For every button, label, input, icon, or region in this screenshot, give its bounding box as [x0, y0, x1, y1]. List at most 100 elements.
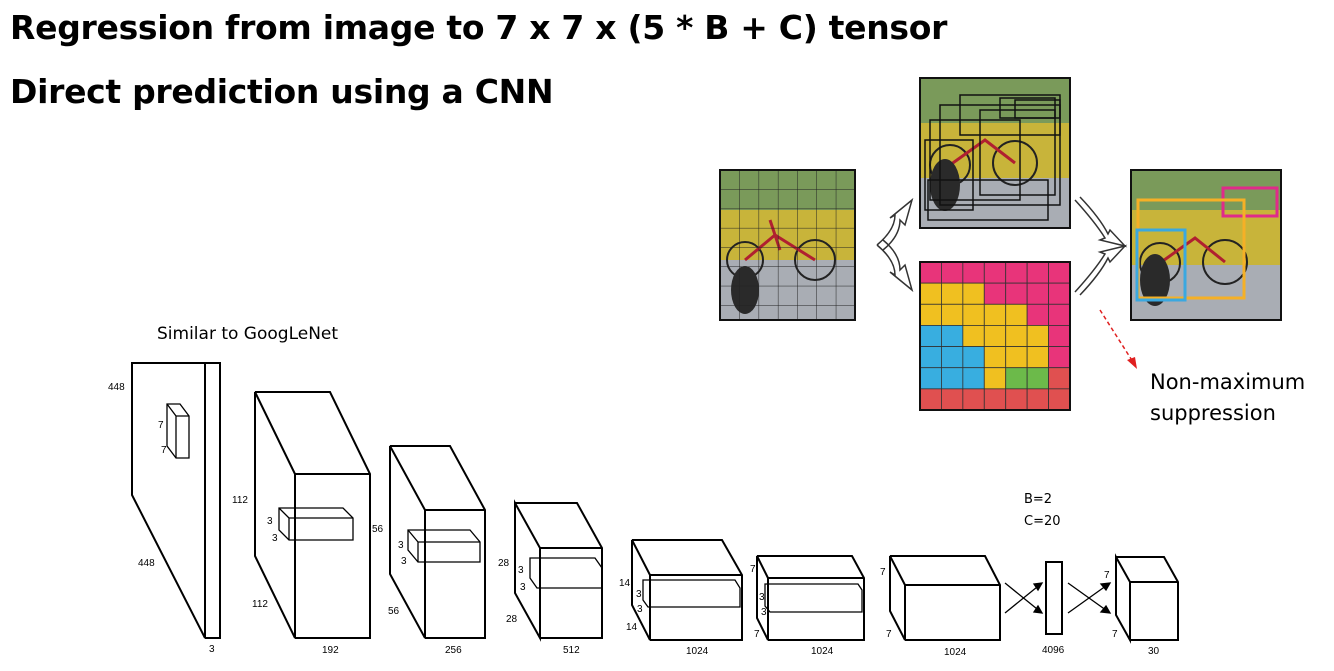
- dim-l1-kernel-b: 3: [272, 533, 278, 544]
- class-map-cell: [962, 303, 985, 326]
- dim-l6-width: 7: [886, 629, 892, 640]
- class-map-cell: [983, 261, 1007, 284]
- class-map-cell: [919, 303, 942, 326]
- class-map-cell: [1048, 261, 1071, 284]
- conv-volume-3: [514, 499, 603, 642]
- class-map-cell: [983, 303, 1007, 326]
- class-map-cell: [983, 325, 1007, 347]
- class-map-cell: [941, 261, 964, 284]
- dim-input-height: 448: [108, 382, 125, 393]
- class-map-cell: [1026, 261, 1049, 284]
- merge-arrow-icon: [1074, 196, 1128, 296]
- class-map-cell: [919, 261, 942, 284]
- slide-title-line-1: Regression from image to 7 x 7 x (5 * B …: [10, 8, 948, 47]
- class-map-cell: [919, 325, 942, 347]
- class-map-cell: [1048, 367, 1071, 390]
- dim-out-width: 7: [1112, 629, 1118, 640]
- class-map-cell: [1026, 325, 1049, 347]
- dim-l6-depth: 1024: [944, 647, 967, 658]
- class-map-cell: [962, 346, 985, 369]
- dim-l1-depth: 192: [322, 645, 339, 656]
- dim-l3-kernel-a: 3: [518, 565, 524, 576]
- dim-l5-height: 7: [750, 564, 756, 575]
- dim-l3-depth: 512: [563, 645, 580, 656]
- class-map-cell: [983, 367, 1007, 390]
- class-map-cell: [941, 367, 964, 390]
- dim-input-width: 448: [138, 558, 155, 569]
- class-map-cell: [1048, 282, 1071, 305]
- dim-l5-kernel-a: 3: [759, 592, 765, 603]
- class-map-cell: [962, 282, 985, 305]
- network-caption: Similar to GoogLeNet: [157, 324, 339, 344]
- dim-l4-height: 14: [619, 578, 631, 589]
- dim-input-kernel-a: 7: [158, 420, 164, 431]
- dim-fc-units: 4096: [1042, 645, 1065, 656]
- class-map-cell: [983, 388, 1007, 411]
- dim-l4-depth: 1024: [686, 646, 709, 657]
- dim-input-depth: 3: [209, 644, 215, 655]
- class-map-cell: [941, 282, 964, 305]
- class-map-cell: [1048, 325, 1071, 347]
- dim-l5-kernel-b: 3: [761, 607, 767, 618]
- class-map-cell: [919, 282, 942, 305]
- class-map-cell: [962, 261, 985, 284]
- dim-l2-height: 56: [372, 524, 384, 535]
- slide-title-line-2: Direct prediction using a CNN: [10, 72, 554, 111]
- dim-l6-height: 7: [880, 567, 886, 578]
- detection-box-car: [1221, 186, 1279, 218]
- cnn-architecture: [131, 362, 1179, 644]
- class-map-cell: [1005, 303, 1028, 326]
- split-arrow-icon: [876, 197, 914, 293]
- class-map-cell: [1026, 367, 1049, 390]
- conv-volume-1: [254, 391, 371, 639]
- param-b-label: B=2: [1024, 492, 1053, 507]
- input-volume: [131, 362, 221, 639]
- class-map-cell: [1026, 388, 1049, 411]
- nms-label-line-1: Non-maximum: [1150, 370, 1306, 394]
- class-map-cell: [1005, 367, 1028, 390]
- dim-l3-width: 28: [506, 614, 518, 625]
- conv-volume-5: [756, 555, 865, 641]
- nms-label-line-2: suppression: [1150, 401, 1276, 425]
- class-map-cell: [1048, 388, 1071, 411]
- dim-l2-kernel-a: 3: [398, 540, 404, 551]
- final-detections-photo: [1130, 169, 1282, 321]
- class-map-cell: [1005, 325, 1028, 347]
- class-map-cell: [1005, 282, 1028, 305]
- dim-l4-kernel-b: 3: [637, 604, 643, 615]
- class-map-cell: [941, 303, 964, 326]
- class-map-cell: [1026, 282, 1049, 305]
- class-map-cell: [941, 325, 964, 347]
- class-map-cell: [1026, 303, 1049, 326]
- dim-l2-kernel-b: 3: [401, 556, 407, 567]
- param-c-label: C=20: [1024, 514, 1061, 529]
- dim-l5-width: 7: [754, 629, 760, 640]
- class-probability-map: [919, 261, 1071, 411]
- class-map-cell: [1026, 346, 1049, 369]
- class-map-border: [919, 261, 1071, 411]
- output-volume: [1115, 553, 1179, 644]
- class-map-cell: [962, 388, 985, 411]
- class-map-cell: [919, 346, 942, 369]
- class-map-cell: [941, 388, 964, 411]
- fc-cross-arrows-icon: [1004, 582, 1112, 614]
- dim-l1-height: 112: [232, 495, 248, 506]
- class-map-cell: [1048, 303, 1071, 326]
- input-photo: [719, 169, 856, 321]
- class-map-cell: [983, 346, 1007, 369]
- class-map-cell: [1005, 346, 1028, 369]
- dim-out-height: 7: [1104, 570, 1110, 581]
- conv-volume-2: [389, 445, 486, 639]
- dim-l4-width: 14: [626, 622, 638, 633]
- dim-l1-width: 112: [252, 599, 268, 610]
- dim-out-depth: 30: [1148, 646, 1160, 657]
- class-map-cell: [1005, 261, 1028, 284]
- class-map-cell: [919, 388, 942, 411]
- conv-volume-6: [889, 555, 1001, 641]
- dim-l3-height: 28: [498, 558, 510, 569]
- detection-box-dog: [1135, 228, 1187, 302]
- dim-input-kernel-b: 7: [161, 445, 167, 456]
- dim-l3-kernel-b: 3: [520, 582, 526, 593]
- class-map-cell: [962, 367, 985, 390]
